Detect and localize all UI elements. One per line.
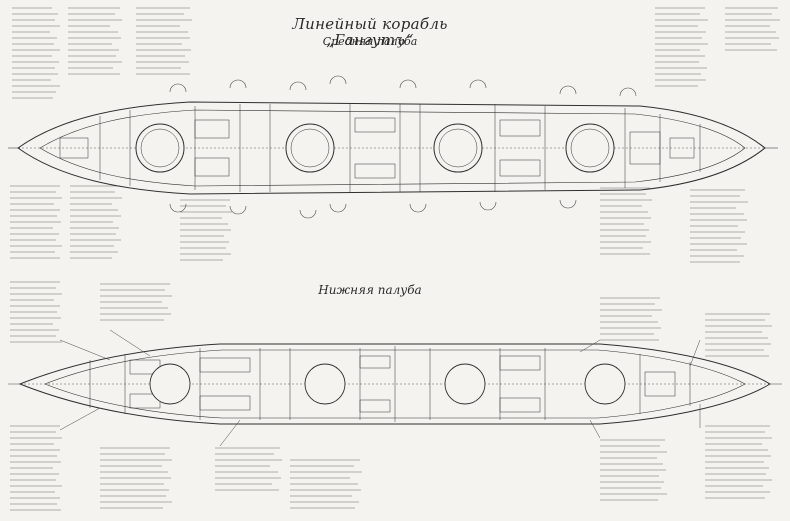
legend-mid-left: [10, 185, 232, 261]
lower-deck-title: Нижняя палуба: [318, 283, 422, 297]
upper-deck-title: Средняя палуба: [322, 35, 418, 48]
lower-leaders: [8, 329, 782, 447]
ship-title: Линейный корабль „Гангутъ“: [292, 15, 448, 49]
turret-4-upper: [565, 123, 615, 173]
lower-turrets: [149, 363, 626, 405]
turret-4-lower: [584, 363, 626, 405]
legend-lower-top: [10, 281, 772, 357]
legend-top-left: [12, 7, 192, 99]
upper-boat-arcs: [8, 75, 778, 219]
upper-turrets: [135, 123, 615, 173]
upper-frames: [59, 104, 701, 192]
lower-frames: [89, 346, 691, 422]
turret-3-lower: [444, 363, 486, 405]
turret-3-upper: [433, 123, 483, 173]
legend-bottom: [10, 425, 772, 511]
turret-1-upper: [135, 123, 185, 173]
legend-mid-right: [600, 187, 748, 263]
turret-2-upper: [285, 123, 335, 173]
turret-1-lower: [149, 363, 191, 405]
turret-2-lower: [304, 363, 346, 405]
legend-top-right: [655, 7, 780, 87]
